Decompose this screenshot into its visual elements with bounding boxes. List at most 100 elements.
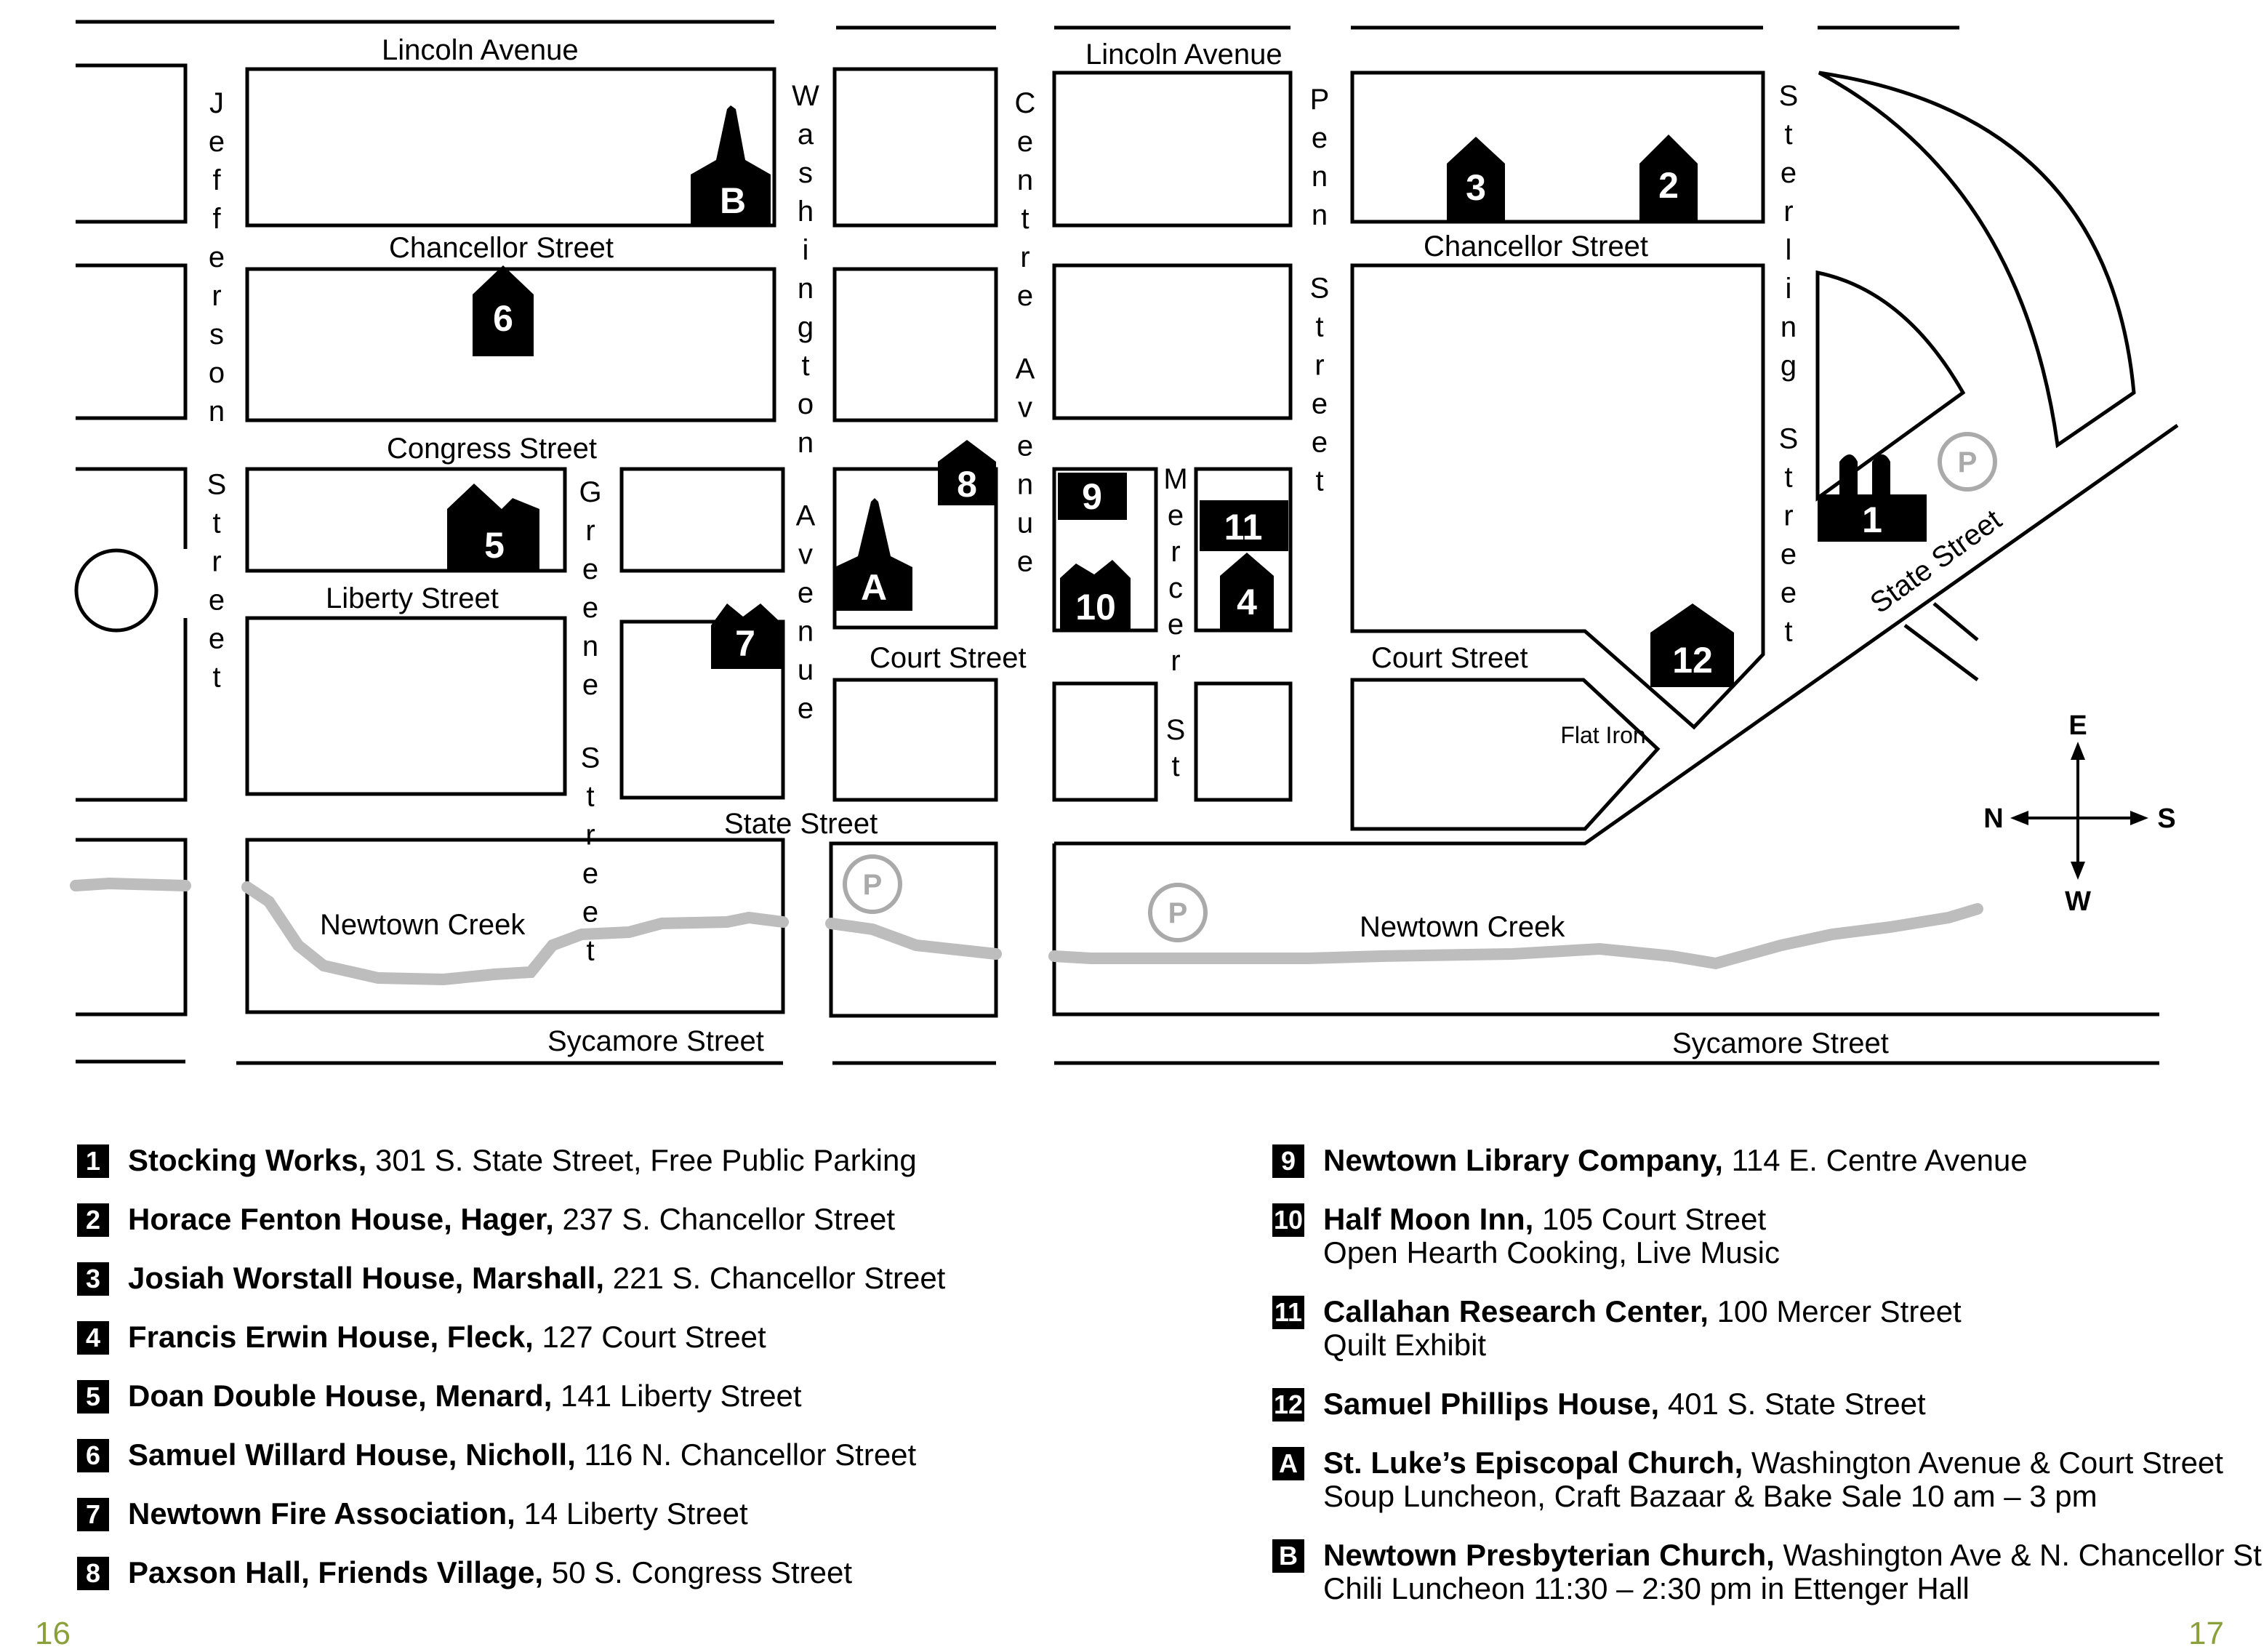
legend-site-address: 114 E. Centre Avenue <box>1722 1143 2028 1177</box>
street-label: Congress Street <box>387 433 597 465</box>
street-letter: e <box>1312 427 1328 459</box>
marker-label: 8 <box>957 464 977 505</box>
street-letter: t <box>586 935 594 967</box>
legend-text: Stocking Works, 301 S. State Street, Fre… <box>128 1143 917 1178</box>
street-letter: n <box>209 396 225 428</box>
street-label: Liberty Street <box>326 582 499 614</box>
factory-icon <box>1818 454 1927 542</box>
street-letter: J <box>209 87 224 119</box>
flat-iron-label: Flat Iron <box>1560 722 1645 748</box>
marker-label: B <box>720 180 746 221</box>
legend-item: 1 Stocking Works, 301 S. State Street, Fr… <box>77 1143 945 1178</box>
street-letter: e <box>1017 126 1033 158</box>
street-letter: e <box>209 126 225 158</box>
legend-text: Samuel Phillips House, 401 S. State Stre… <box>1323 1387 1926 1422</box>
legend-badge: 1 <box>77 1144 109 1178</box>
legend-site-name: Samuel Phillips House, <box>1323 1387 1660 1421</box>
legend-badge: 10 <box>1272 1203 1305 1237</box>
legend-text: Doan Double House, Menard, 141 Liberty S… <box>128 1379 802 1414</box>
street-label: Lincoln Avenue <box>1085 39 1282 71</box>
double-house-icon <box>711 604 784 669</box>
street-letter: e <box>1017 280 1033 312</box>
street-letter: u <box>798 654 814 686</box>
street-letter: r <box>212 280 221 312</box>
street-letter: r <box>1783 500 1793 532</box>
street-letter: r <box>585 819 595 851</box>
street-letter: s <box>209 318 224 350</box>
street-letter: t <box>1784 119 1792 151</box>
marker-label: 2 <box>1658 165 1679 206</box>
legend-site-name: Newtown Library Company, <box>1323 1143 1723 1177</box>
parking-symbols: P P P <box>843 432 1997 942</box>
church-icon <box>691 105 771 225</box>
legend-site-name: St. Luke’s Episcopal Church, <box>1323 1446 1743 1480</box>
street-letter: e <box>1781 577 1797 609</box>
street-letter: n <box>1312 161 1328 193</box>
street-letter: G <box>579 476 601 508</box>
marker-label: 3 <box>1466 167 1486 208</box>
street-letter: P <box>1310 84 1330 116</box>
street-letter: e <box>582 897 598 929</box>
legend-site-name: Newtown Fire Association, <box>128 1496 515 1531</box>
street-letter: a <box>798 119 814 151</box>
house-icon <box>1650 604 1734 687</box>
legend-site-address: 221 S. Chancellor Street <box>604 1261 946 1295</box>
church-icon <box>835 498 912 611</box>
legend-text: St. Luke’s Episcopal Church, Washington … <box>1323 1446 2223 1514</box>
street-letter: e <box>209 585 225 617</box>
legend-site-name: Half Moon Inn, <box>1323 1202 1534 1236</box>
compass-west-label: W <box>2065 886 2091 917</box>
legend-site-name: Doan Double House, Menard, <box>128 1379 553 1413</box>
street-letter: e <box>798 577 814 609</box>
legend-badge: 4 <box>77 1321 109 1355</box>
legend-line-1: Samuel Phillips House, 401 S. State Stre… <box>1323 1387 1926 1422</box>
street-letter: n <box>582 630 598 662</box>
street-letter: S <box>1166 714 1186 746</box>
legend-line-1: Newtown Presbyterian Church, Washington … <box>1323 1538 2262 1573</box>
legend-event-note: Quilt Exhibit <box>1323 1328 1487 1362</box>
street-label: Newtown Creek <box>320 909 526 941</box>
street-letter: l <box>1786 234 1792 266</box>
parking-label: P <box>1958 446 1978 478</box>
street-letter: e <box>1781 539 1797 571</box>
legend-site-name: Horace Fenton House, Hager, <box>128 1202 554 1236</box>
legend-right-column: 9 Newtown Library Company, 114 E. Centre … <box>1272 1143 2262 1630</box>
street-letter: n <box>1312 199 1328 231</box>
street-letter: e <box>798 693 814 725</box>
page-number-left: 16 <box>35 1616 71 1651</box>
legend-line-1: Paxson Hall, Friends Village, 50 S. Cong… <box>128 1555 852 1590</box>
street-letter: A <box>796 500 816 532</box>
street-letter: e <box>582 858 598 890</box>
parking-label: P <box>1168 897 1188 929</box>
legend-line-1: Callahan Research Center, 100 Mercer Str… <box>1323 1294 1962 1329</box>
legend-badge: 9 <box>1272 1144 1304 1178</box>
legend-site-address: Washington Avenue & Court Street <box>1743 1446 2223 1480</box>
legend-site-name: Callahan Research Center, <box>1323 1294 1709 1328</box>
street-label: Court Street <box>1371 642 1528 674</box>
legend-badge: 8 <box>77 1557 109 1590</box>
double-house-icon <box>447 484 539 571</box>
street-letter: C <box>1015 87 1036 119</box>
legend-site-address: 116 N. Chancellor Street <box>575 1438 917 1472</box>
street-letter: e <box>582 592 598 624</box>
street-letter: n <box>1017 469 1033 501</box>
street-letter: t <box>1171 750 1179 782</box>
street-letter: c <box>1168 572 1183 604</box>
legend-badge: 7 <box>77 1498 109 1531</box>
street-letter: r <box>585 515 595 547</box>
street-letter: o <box>798 388 814 420</box>
street-letter: r <box>212 546 221 578</box>
street-letter: t <box>1021 203 1029 235</box>
double-house-icon <box>1060 560 1131 631</box>
